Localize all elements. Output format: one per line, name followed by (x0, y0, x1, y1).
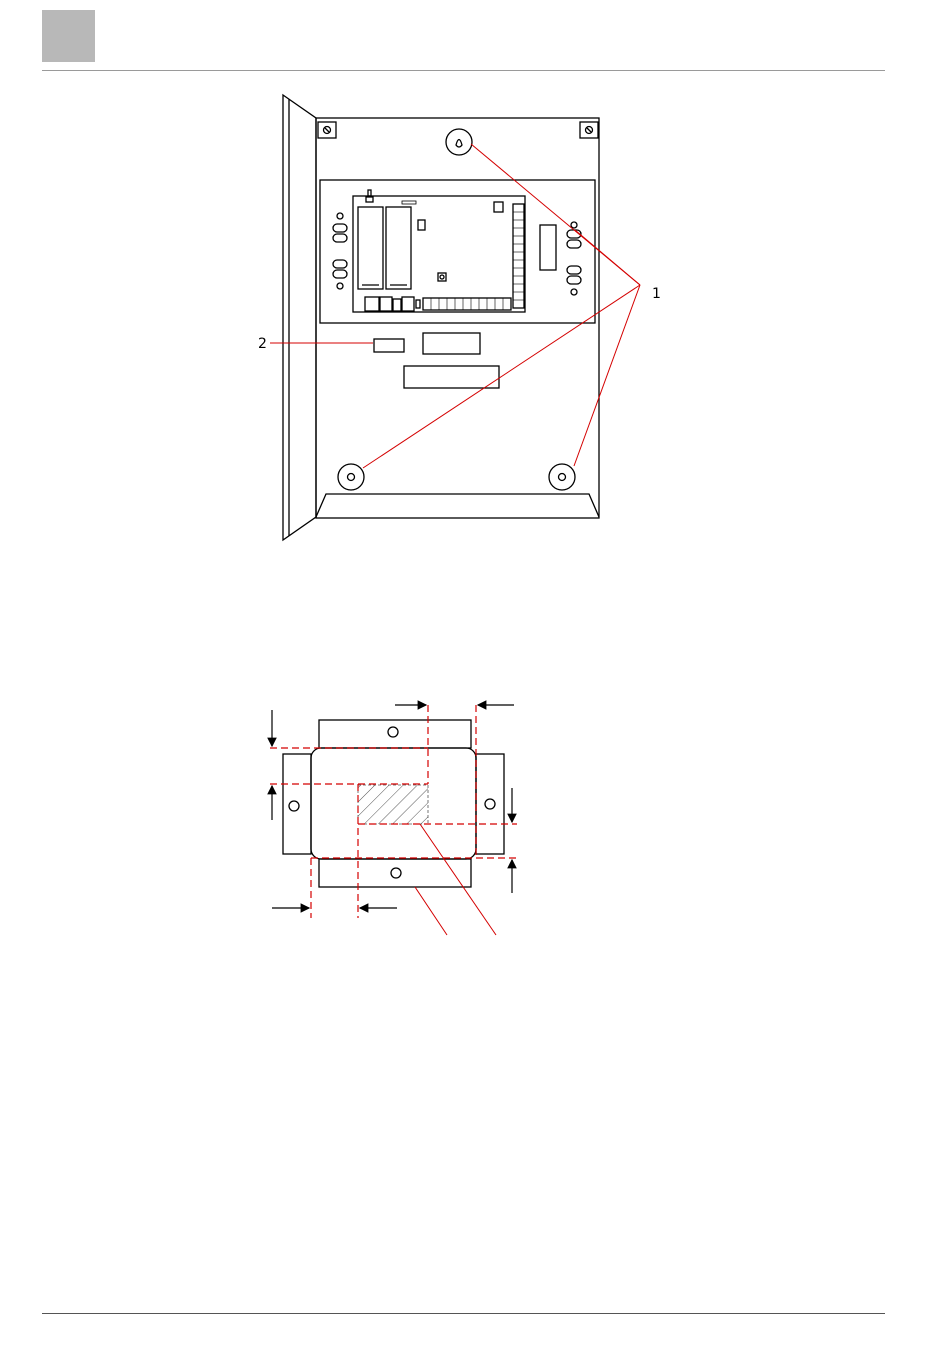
flange-left (283, 754, 311, 854)
hatched-area (358, 785, 428, 824)
flange-top (319, 720, 471, 748)
footer-divider (42, 1313, 885, 1314)
flange-bottom (319, 859, 471, 887)
flange-right (476, 754, 504, 854)
